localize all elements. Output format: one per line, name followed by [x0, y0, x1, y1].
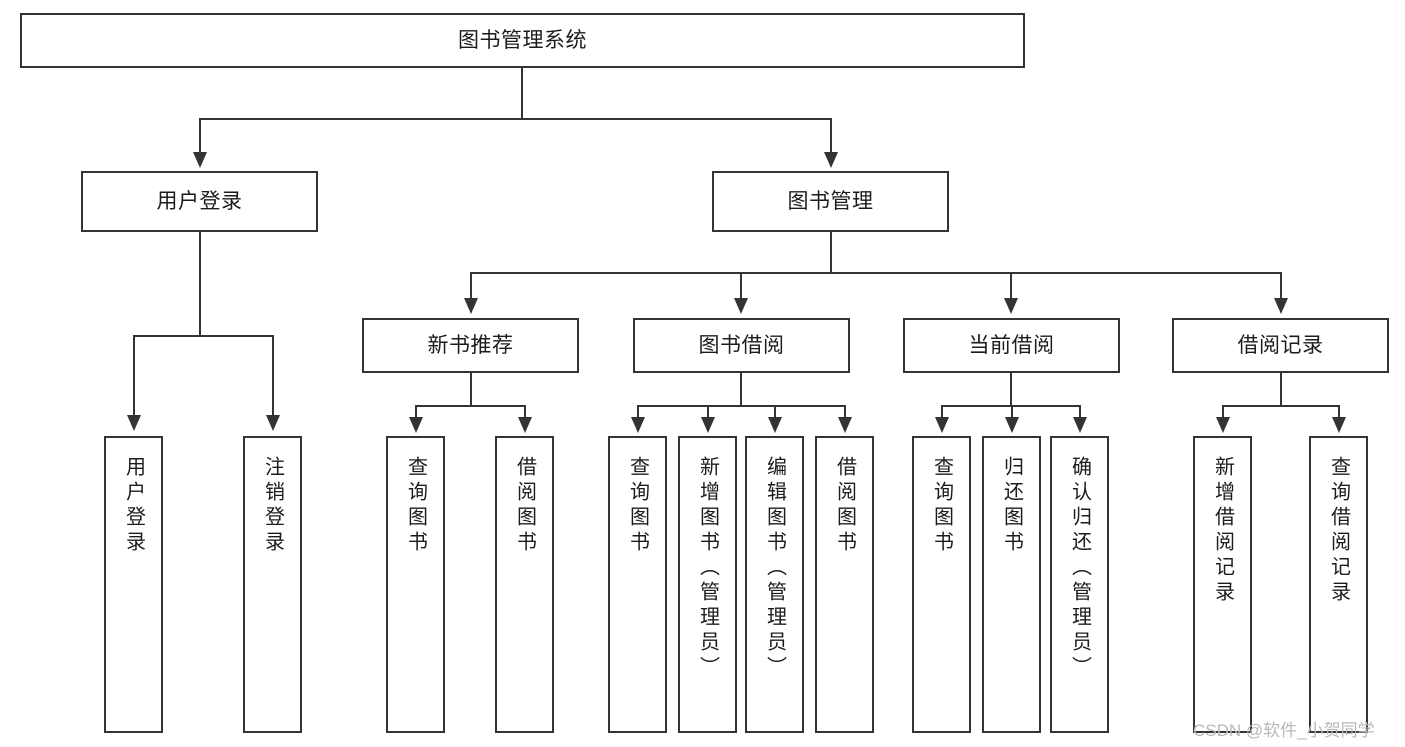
connector-level3-bus — [470, 272, 1281, 274]
connector-new-book-leg-1 — [415, 405, 417, 419]
node-leaf-borrow-book[interactable]: 借阅图书 — [815, 436, 874, 733]
node-leaf-query-book-new[interactable]: 查询图书 — [386, 436, 445, 733]
node-label: 借阅图书 — [513, 456, 536, 556]
node-label: 借阅记录 — [1237, 333, 1324, 357]
arrow-user-login-leaf-2 — [266, 415, 280, 431]
connector-book-mgmt-stem — [830, 232, 832, 272]
arrow-current-borrow-leaf-2 — [1005, 417, 1019, 433]
arrow-book-borrow-leaf-3 — [768, 417, 782, 433]
connector-borrow-record-bus — [1222, 405, 1339, 407]
connector-new-book-leg-2 — [524, 405, 526, 419]
node-label: 用户登录 — [156, 189, 243, 213]
connector-root-stem — [521, 68, 523, 118]
node-label: 查询借阅记录 — [1327, 456, 1350, 606]
node-leaf-edit-book-admin[interactable]: 编辑图书（管理员） — [745, 436, 804, 733]
node-label: 用户登录 — [122, 456, 145, 556]
node-root-system[interactable]: 图书管理系统 — [20, 13, 1025, 68]
connector-user-login-stem — [199, 232, 201, 335]
node-label: 新书推荐 — [427, 333, 514, 357]
arrow-book-borrow-leaf-2 — [701, 417, 715, 433]
connector-current-borrow-bus — [941, 405, 1080, 407]
arrow-to-current-borrow — [1004, 298, 1018, 314]
connector-new-book-stem — [470, 373, 472, 405]
node-leaf-add-borrow-record[interactable]: 新增借阅记录 — [1193, 436, 1252, 733]
connector-book-borrow-leg-4 — [844, 405, 846, 419]
node-label: 当前借阅 — [968, 333, 1055, 357]
connector-user-login-leg-1 — [133, 335, 135, 417]
connector-root-to-book-mgmt — [830, 118, 832, 154]
connector-current-borrow-leg-1 — [941, 405, 943, 419]
arrow-to-book-borrow — [734, 298, 748, 314]
connector-borrow-record-leg-2 — [1338, 405, 1340, 419]
node-label: 借阅图书 — [833, 456, 856, 556]
connector-book-borrow-leg-3 — [774, 405, 776, 419]
node-borrow-record[interactable]: 借阅记录 — [1172, 318, 1389, 373]
node-leaf-confirm-return-admin[interactable]: 确认归还（管理员） — [1050, 436, 1109, 733]
node-label: 图书管理系统 — [458, 28, 587, 52]
node-leaf-borrow-book-new[interactable]: 借阅图书 — [495, 436, 554, 733]
node-label: 图书管理 — [787, 189, 874, 213]
node-current-borrow[interactable]: 当前借阅 — [903, 318, 1120, 373]
arrow-new-book-leaf-2 — [518, 417, 532, 433]
connector-new-book-bus — [415, 405, 525, 407]
node-new-book-recommend[interactable]: 新书推荐 — [362, 318, 579, 373]
connector-book-borrow-leg-1 — [637, 405, 639, 419]
connector-user-login-leg-2 — [272, 335, 274, 417]
arrow-new-book-leaf-1 — [409, 417, 423, 433]
arrow-user-login-leaf-1 — [127, 415, 141, 431]
node-leaf-user-login[interactable]: 用户登录 — [104, 436, 163, 733]
connector-book-borrow-stem — [740, 373, 742, 405]
node-label: 注销登录 — [261, 456, 284, 556]
connector-to-book-borrow — [740, 272, 742, 300]
arrow-borrow-record-leaf-2 — [1332, 417, 1346, 433]
connector-borrow-record-leg-1 — [1222, 405, 1224, 419]
node-book-borrow[interactable]: 图书借阅 — [633, 318, 850, 373]
arrow-root-to-book-mgmt — [824, 152, 838, 168]
node-leaf-add-book-admin[interactable]: 新增图书（管理员） — [678, 436, 737, 733]
connector-to-current-borrow — [1010, 272, 1012, 300]
node-user-login[interactable]: 用户登录 — [81, 171, 318, 232]
node-label: 查询图书 — [404, 456, 427, 556]
arrow-root-to-user-login — [193, 152, 207, 168]
node-label: 图书借阅 — [698, 333, 785, 357]
node-label: 查询图书 — [930, 456, 953, 556]
connector-borrow-record-stem — [1280, 373, 1282, 405]
node-label: 查询图书 — [626, 456, 649, 556]
connector-to-borrow-record — [1280, 272, 1282, 300]
node-leaf-logout[interactable]: 注销登录 — [243, 436, 302, 733]
arrow-current-borrow-leaf-1 — [935, 417, 949, 433]
node-label: 确认归还（管理员） — [1068, 456, 1091, 681]
node-book-management[interactable]: 图书管理 — [712, 171, 949, 232]
arrow-to-borrow-record — [1274, 298, 1288, 314]
arrow-to-new-book — [464, 298, 478, 314]
node-leaf-query-borrow-record[interactable]: 查询借阅记录 — [1309, 436, 1368, 733]
arrow-borrow-record-leaf-1 — [1216, 417, 1230, 433]
connector-to-new-book — [470, 272, 472, 300]
node-label: 归还图书 — [1000, 456, 1023, 556]
node-label: 编辑图书（管理员） — [763, 456, 786, 681]
node-leaf-query-book-borrow[interactable]: 查询图书 — [608, 436, 667, 733]
node-leaf-return-book[interactable]: 归还图书 — [982, 436, 1041, 733]
connector-root-bus — [199, 118, 832, 120]
arrow-book-borrow-leaf-4 — [838, 417, 852, 433]
connector-current-borrow-leg-2 — [1011, 405, 1013, 419]
connector-current-borrow-leg-3 — [1079, 405, 1081, 419]
node-label: 新增图书（管理员） — [696, 456, 719, 681]
connector-current-borrow-stem — [1010, 373, 1012, 405]
connector-book-borrow-leg-2 — [707, 405, 709, 419]
connector-root-to-user-login — [199, 118, 201, 154]
connector-book-borrow-bus — [637, 405, 845, 407]
arrow-current-borrow-leaf-3 — [1073, 417, 1087, 433]
arrow-book-borrow-leaf-1 — [631, 417, 645, 433]
node-leaf-query-book-current[interactable]: 查询图书 — [912, 436, 971, 733]
connector-user-login-bus — [133, 335, 273, 337]
node-label: 新增借阅记录 — [1211, 456, 1234, 606]
